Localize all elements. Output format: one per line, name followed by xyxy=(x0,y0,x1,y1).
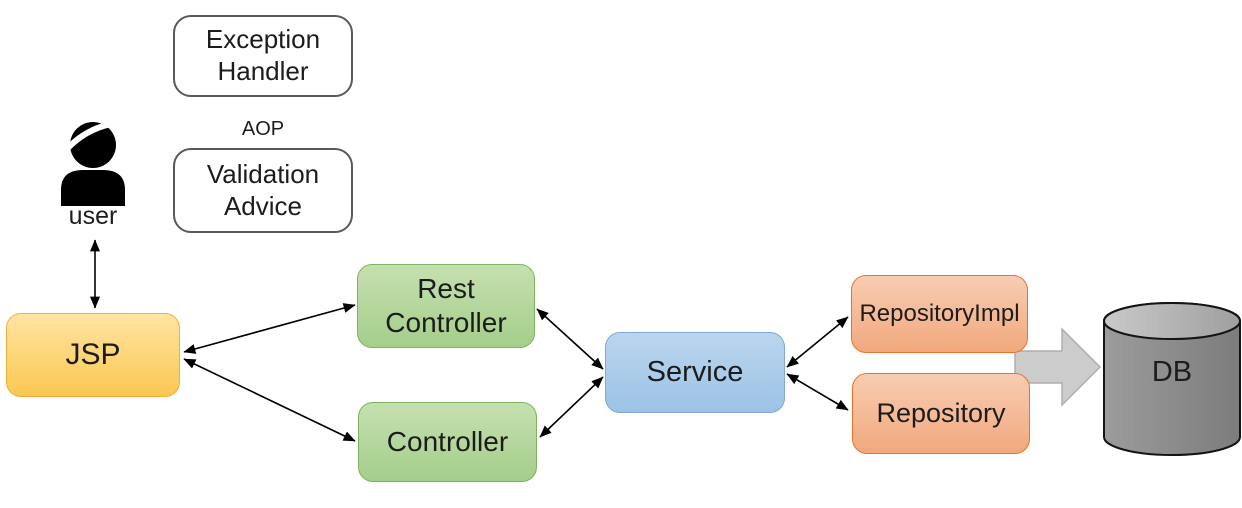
database-cylinder-icon xyxy=(1103,302,1241,456)
aop-label: AOP xyxy=(241,118,285,140)
exception-handler-box: Exception Handler xyxy=(173,15,353,97)
db-label: DB xyxy=(1151,356,1193,388)
repository-impl-box: RepositoryImpl xyxy=(851,275,1028,353)
service-box: Service xyxy=(605,332,785,413)
user-label: user xyxy=(68,202,118,230)
controller-box: Controller xyxy=(358,402,537,482)
rest-controller-box: Rest Controller xyxy=(357,264,535,348)
repository-box: Repository xyxy=(852,373,1030,454)
jsp-box: JSP xyxy=(6,313,180,397)
person-icon xyxy=(61,120,125,206)
validation-advice-box: Validation Advice xyxy=(173,148,353,233)
